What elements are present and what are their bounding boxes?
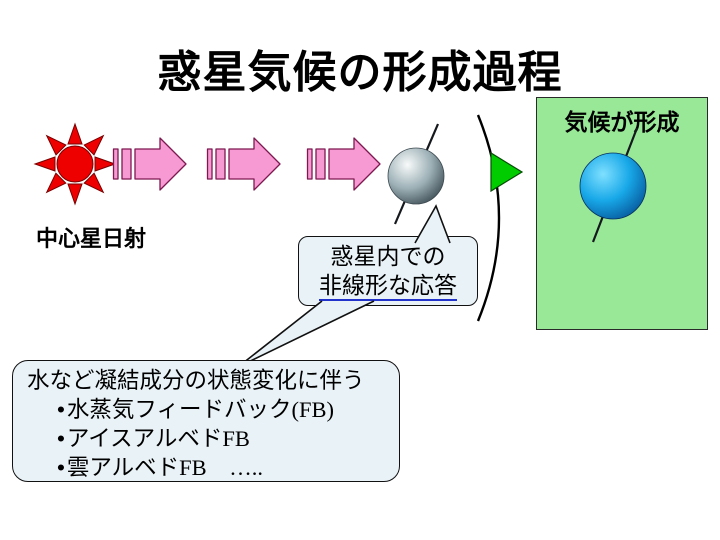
feedback-item-suffix: FB [222, 426, 250, 451]
feedback-item-suffix: (FB) [291, 397, 334, 422]
callout-pointer-up [414, 204, 451, 244]
callout-line1: 惑星内での [330, 243, 446, 269]
nonlinear-callout: 惑星内での 非線形な応答 [298, 236, 478, 306]
feedback-item-suffix: FB ….. [179, 455, 263, 480]
nonlinear-response-link[interactable]: 非線形な応答 [319, 272, 457, 301]
striped-right-arrow-icon-1 [112, 136, 188, 192]
sun-icon [33, 122, 117, 206]
green-triangle-icon [490, 151, 524, 193]
callout-line2: 非線形な応答 [299, 271, 477, 301]
bullet: • [57, 397, 65, 422]
feedback-heading: 水など凝結成分の状態変化に伴う [27, 368, 365, 393]
list-item: •水蒸気フィードバック(FB) [57, 395, 389, 424]
feedback-item-text: 水蒸気フィードバック [66, 397, 292, 422]
striped-right-arrow-icon-3 [306, 136, 382, 192]
feedback-box: 水など凝結成分の状態変化に伴う •水蒸気フィードバック(FB) •アイスアルベド… [12, 360, 400, 482]
planet-gray-sphere-icon [387, 123, 445, 225]
feedback-item-text: アイスアルベド [66, 426, 223, 451]
planet-blue-sphere-icon [579, 127, 647, 243]
list-item: •アイスアルベドFB [57, 424, 389, 453]
climate-formed-label: 気候が形成 [564, 109, 680, 135]
insolation-label: 中心星日射 [36, 226, 147, 251]
bullet: • [57, 455, 65, 480]
striped-right-arrow-icon-2 [206, 136, 282, 192]
feedback-item-text: 雲アルベド [66, 455, 180, 480]
grouping-bracket [476, 114, 501, 322]
slide-title: 惑星気候の形成過程 [157, 48, 563, 97]
climate-panel: 気候が形成 [536, 97, 708, 330]
bullet: • [57, 426, 65, 451]
list-item: •雲アルベドFB ….. [57, 453, 389, 482]
